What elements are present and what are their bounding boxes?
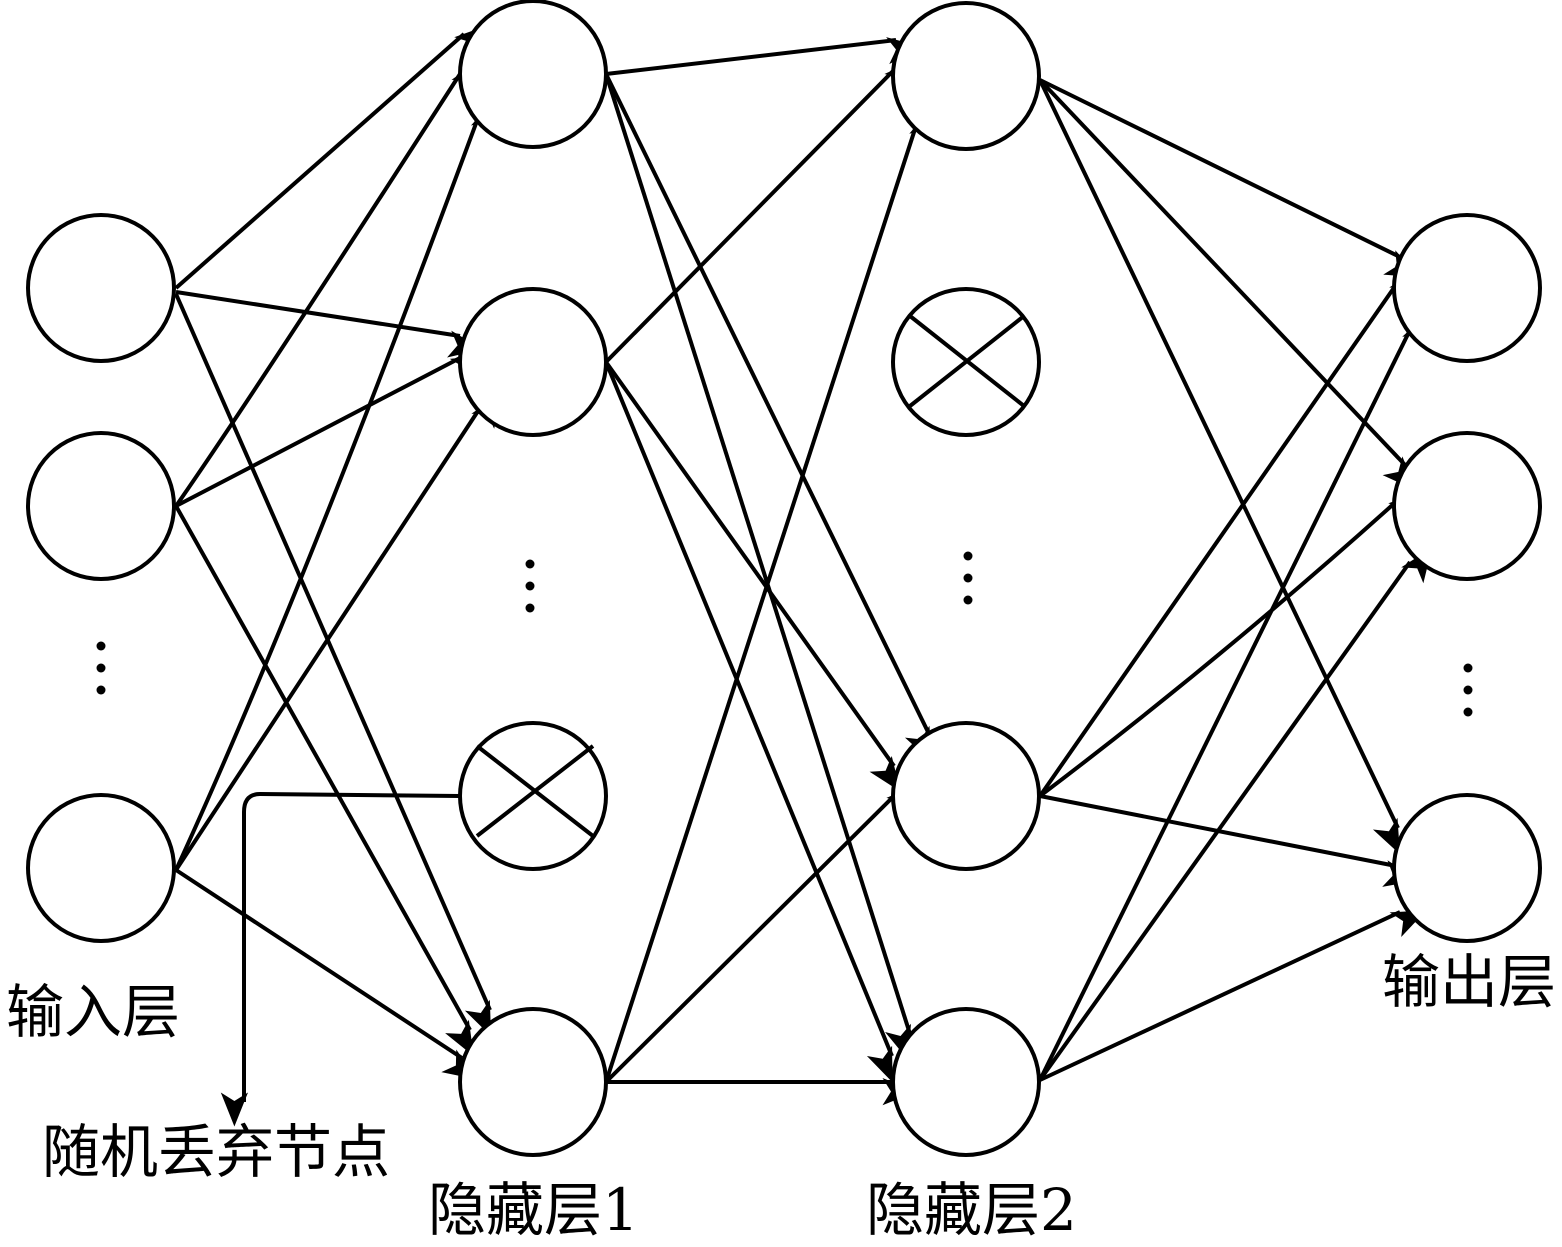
edge-in3-h1d	[174, 868, 478, 1080]
dropout-pointer-arrow	[220, 791, 461, 1127]
hidden1-to-hidden2-edges	[604, 37, 936, 1106]
hidden2-node	[891, 721, 1041, 871]
output-node	[1392, 213, 1542, 363]
edge-h1a-h2d	[604, 73, 912, 1061]
edge-h1b-h2d	[604, 361, 894, 1083]
edge-h1b-h2a	[604, 59, 919, 364]
edge-h1b-h2c	[604, 360, 901, 792]
input-layer	[26, 213, 176, 943]
edge-h2a-o2	[1038, 78, 1416, 491]
output-node	[1392, 431, 1542, 581]
hidden2-ellipsis	[963, 551, 973, 605]
hidden-layer-2	[891, 1, 1041, 1157]
output-layer	[1392, 213, 1542, 943]
edge-in3-h1b	[174, 392, 502, 872]
input-node	[26, 213, 176, 363]
hidden1-node	[458, 0, 608, 149]
hidden1-ellipsis	[525, 559, 535, 613]
edge-h1d-h2c	[604, 783, 921, 1084]
output-layer-label: 输出层	[1382, 948, 1556, 1016]
output-ellipsis	[1463, 663, 1473, 717]
input-layer-label: 输入层	[6, 978, 180, 1046]
dropped-node	[458, 721, 608, 871]
hidden2-node	[891, 1007, 1041, 1157]
edge-in1-h1d	[174, 293, 492, 1037]
edge-in2-h1d	[174, 505, 474, 1057]
hidden2-node	[891, 1, 1041, 151]
edge-h2a-o3	[1038, 79, 1400, 855]
output-node	[1392, 793, 1542, 943]
edge-h2d-o2	[1038, 547, 1433, 1082]
hidden-layer-2-label: 隐藏层2	[866, 1176, 1077, 1244]
hidden-layer-1-label: 隐藏层1	[428, 1176, 639, 1244]
edge-h2c-o1	[1038, 267, 1420, 798]
edge-in1-h1b	[175, 290, 483, 358]
edge-in2-h1b	[175, 355, 487, 508]
hidden-layer-1	[458, 0, 608, 1157]
edge-in3-h1a	[174, 98, 497, 871]
hidden1-node	[458, 1007, 608, 1157]
edge-h2a-o1	[1039, 78, 1420, 278]
input-to-hidden1-edges	[174, 24, 502, 1080]
edge-in1-h1a	[174, 24, 489, 290]
dropped-node	[891, 287, 1041, 437]
edge-h1a-h2a	[605, 37, 922, 76]
hidden2-to-output-edges	[1038, 78, 1433, 1082]
input-ellipsis	[96, 641, 106, 695]
edge-h1a-h2c	[604, 73, 933, 763]
input-node	[26, 793, 176, 943]
edge-in2-h1a	[174, 58, 482, 508]
hidden1-node	[458, 287, 608, 437]
dropout-node-label: 随机丢弃节点	[42, 1118, 390, 1186]
edge-h2c-o2	[1038, 490, 1423, 798]
edge-h2d-o3	[1039, 910, 1427, 1082]
edge-h1d-h2a	[604, 105, 936, 1083]
input-node	[26, 431, 176, 581]
edge-h2d-o1	[1038, 312, 1430, 1081]
